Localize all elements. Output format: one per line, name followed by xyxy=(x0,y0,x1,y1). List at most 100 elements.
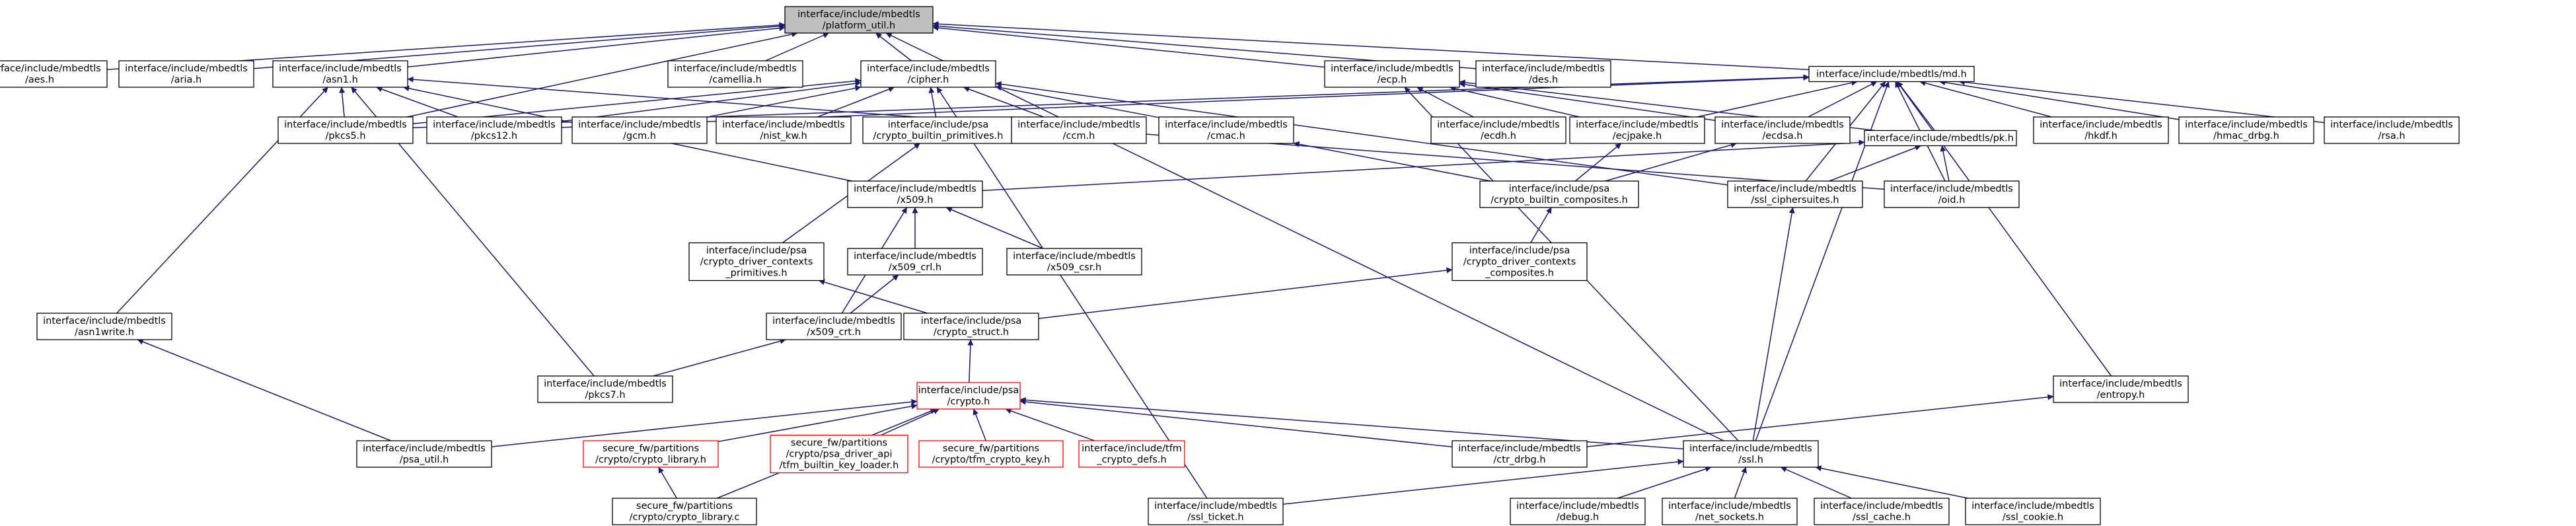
node-asn1[interactable]: interface/include/mbedtls/asn1.h xyxy=(272,60,408,88)
edge-ssl_ciphersuites-to-pk xyxy=(1829,145,1921,182)
node-oid[interactable]: interface/include/mbedtls/oid.h xyxy=(1884,180,2020,208)
node-crypto_driver_contexts_primitives[interactable]: interface/include/psa/crypto_driver_cont… xyxy=(688,242,825,282)
node-label-line: /rsa.h xyxy=(2378,131,2405,141)
node-box xyxy=(1569,116,1705,144)
node-label-line: /ecdh.h xyxy=(1481,131,1516,141)
node-x509_csr[interactable]: interface/include/mbedtls/x509_csr.h xyxy=(1006,248,1142,276)
node-md[interactable]: interface/include/mbedtls/md.h xyxy=(1808,65,1975,83)
node-ecdsa[interactable]: interface/include/mbedtls/ecdsa.h xyxy=(1714,116,1851,144)
edge-asn1-to-platform_util xyxy=(407,25,786,68)
node-pkcs7[interactable]: interface/include/mbedtls/pkcs7.h xyxy=(537,375,673,403)
node-pkcs12[interactable]: interface/include/mbedtls/pkcs12.h xyxy=(426,116,562,144)
edge-crypto_driver_contexts_composites-to-crypto_builtin_composites xyxy=(1530,207,1552,243)
node-aria[interactable]: interface/include/mbedtls/aria.h xyxy=(118,60,254,88)
node-ctr_drbg[interactable]: interface/include/mbedtls/ctr_drbg.h xyxy=(1452,440,1588,468)
node-label-line: /net_sockets.h xyxy=(1695,512,1764,523)
node-cipher[interactable]: interface/include/mbedtls/cipher.h xyxy=(860,60,996,88)
node-crypto_library_c[interactable]: secure_fw/partitions/crypto/crypto_libra… xyxy=(612,498,757,525)
edge-pkcs5-to-asn1 xyxy=(339,87,346,118)
node-debug[interactable]: interface/include/mbedtls/debug.h xyxy=(1510,498,1646,525)
node-label-line: /crypto_driver_contexts xyxy=(700,257,813,268)
edge-ssl_ticket-to-cipher xyxy=(936,87,1208,499)
node-ssl_cache[interactable]: interface/include/mbedtls/ssl_cache.h xyxy=(1814,498,1950,525)
node-label-line: interface/include/mbedtls xyxy=(1734,184,1857,194)
node-psa_crypto[interactable]: interface/include/psa/crypto.h xyxy=(916,382,1021,410)
node-psa_util[interactable]: interface/include/mbedtls/psa_util.h xyxy=(356,440,492,468)
node-label-line: /x509_crt.h xyxy=(807,327,861,338)
node-label-line: interface/include/mbedtls xyxy=(125,63,248,74)
edge-crypto_builtin_composites-to-ecjpake xyxy=(1574,143,1622,182)
node-ecjpake[interactable]: interface/include/mbedtls/ecjpake.h xyxy=(1569,116,1705,144)
node-label-line: /gcm.h xyxy=(623,131,656,141)
node-crypto_builtin_primitives[interactable]: interface/include/psa/crypto_builtin_pri… xyxy=(862,116,1014,144)
node-camellia[interactable]: interface/include/mbedtls/camellia.h xyxy=(667,60,803,88)
node-box xyxy=(426,116,562,144)
node-entropy[interactable]: interface/include/mbedtls/entropy.h xyxy=(2053,375,2189,403)
node-label-line: /crypto/tfm_crypto_key.h xyxy=(932,455,1050,465)
node-gcm[interactable]: interface/include/mbedtls/gcm.h xyxy=(571,116,708,144)
node-hkdf[interactable]: interface/include/mbedtls/hkdf.h xyxy=(2033,116,2169,144)
edge-ctr_drbg-to-entropy xyxy=(1586,394,2054,447)
node-crypto_builtin_composites[interactable]: interface/include/psa/crypto_builtin_com… xyxy=(1479,180,1639,208)
node-ssl[interactable]: interface/include/mbedtls/ssl.h xyxy=(1683,440,1819,468)
node-label-line: interface/include/mbedtls xyxy=(1013,251,1136,262)
node-ssl_ciphersuites[interactable]: interface/include/mbedtls/ssl_ciphersuit… xyxy=(1727,180,1863,208)
node-hmac_drbg[interactable]: interface/include/mbedtls/hmac_drbg.h xyxy=(2178,116,2314,144)
node-box xyxy=(36,313,172,340)
node-ecp[interactable]: interface/include/mbedtls/ecp.h xyxy=(1324,60,1460,88)
node-cmac[interactable]: interface/include/mbedtls/cmac.h xyxy=(1158,116,1294,144)
node-box xyxy=(1479,180,1639,208)
node-box xyxy=(1430,116,1566,144)
node-label-line: interface/include/tfm xyxy=(1082,443,1182,454)
node-platform_util[interactable]: interface/include/mbedtls/platform_util.… xyxy=(784,6,934,34)
node-box xyxy=(583,440,719,468)
node-label-line: /hkdf.h xyxy=(2084,131,2117,141)
node-tfm_crypto_defs[interactable]: interface/include/tfm_crypto_defs.h xyxy=(1078,440,1185,468)
node-label-line: secure_fw/partitions xyxy=(603,443,699,454)
node-crypto_struct[interactable]: interface/include/psa/crypto_struct.h xyxy=(903,313,1039,340)
node-net_sockets[interactable]: interface/include/mbedtls/net_sockets.h xyxy=(1662,498,1798,525)
edge-net_sockets-to-ssl xyxy=(1734,467,1747,499)
node-ssl_ticket[interactable]: interface/include/mbedtls/ssl_ticket.h xyxy=(1148,498,1284,525)
node-label-line: /tfm_builtin_key_loader.h xyxy=(780,461,899,471)
node-tfm_builtin_key_loader[interactable]: secure_fw/partitions/crypto/psa_driver_a… xyxy=(770,434,908,474)
node-ecdh[interactable]: interface/include/mbedtls/ecdh.h xyxy=(1430,116,1566,144)
node-label-line: /ssl_cache.h xyxy=(1853,512,1911,523)
node-box xyxy=(2324,116,2460,144)
node-x509_crl[interactable]: interface/include/mbedtls/x509_crl.h xyxy=(847,248,983,276)
node-box xyxy=(2053,375,2189,403)
node-label-line: /des.h xyxy=(1529,75,1558,85)
node-label-line: interface/include/mbedtls xyxy=(43,316,166,326)
node-aes[interactable]: interface/include/mbedtls/aes.h xyxy=(0,60,108,88)
node-nist_kw[interactable]: interface/include/mbedtls/nist_kw.h xyxy=(716,116,852,144)
node-x509_crt[interactable]: interface/include/mbedtls/x509_crt.h xyxy=(766,313,902,340)
node-label-line: /x509_crl.h xyxy=(889,262,941,273)
edge-ecjpake-to-ecp xyxy=(1449,85,1580,118)
node-label-line: interface/include/mbedtls xyxy=(363,443,486,454)
edge-ecjpake-to-md xyxy=(1697,79,1858,118)
node-label-line: interface/include/mbedtls xyxy=(674,63,797,74)
node-crypto_driver_contexts_composites[interactable]: interface/include/psa/crypto_driver_cont… xyxy=(1452,242,1588,282)
node-rsa[interactable]: interface/include/mbedtls/rsa.h xyxy=(2324,116,2460,144)
node-ssl_cookie[interactable]: interface/include/mbedtls/ssl_cookie.h xyxy=(1965,498,2101,525)
node-label-line: interface/include/mbedtls/md.h xyxy=(1816,69,1967,80)
node-label-line: interface/include/mbedtls xyxy=(854,251,976,262)
node-box xyxy=(272,60,408,88)
node-label-line: /ssl.h xyxy=(1738,455,1763,465)
node-box xyxy=(667,60,803,88)
node-tfm_crypto_key[interactable]: secure_fw/partitions/crypto/tfm_crypto_k… xyxy=(918,440,1064,468)
node-x509[interactable]: interface/include/mbedtls/x509.h xyxy=(847,180,983,208)
node-ccm[interactable]: interface/include/mbedtls/ccm.h xyxy=(1011,116,1147,144)
node-label-line: interface/include/psa xyxy=(921,316,1022,326)
edge-hmac_drbg-to-md xyxy=(1939,79,2180,120)
node-crypto_library_h[interactable]: secure_fw/partitions/crypto/crypto_libra… xyxy=(583,440,719,468)
node-label-line: interface/include/mbedtls xyxy=(797,9,920,20)
edge-ssl-to-ssl_ciphersuites xyxy=(1752,207,1795,441)
edge-crypto_library_h-to-psa_crypto xyxy=(718,403,918,443)
node-pk[interactable]: interface/include/mbedtls/pk.h xyxy=(1864,130,2017,147)
node-pkcs5[interactable]: interface/include/mbedtls/pkcs5.h xyxy=(277,116,414,144)
edge-pkcs12-to-cipher xyxy=(561,80,862,122)
node-asn1write[interactable]: interface/include/mbedtls/asn1write.h xyxy=(36,313,172,340)
node-des[interactable]: interface/include/mbedtls/des.h xyxy=(1475,60,1611,88)
